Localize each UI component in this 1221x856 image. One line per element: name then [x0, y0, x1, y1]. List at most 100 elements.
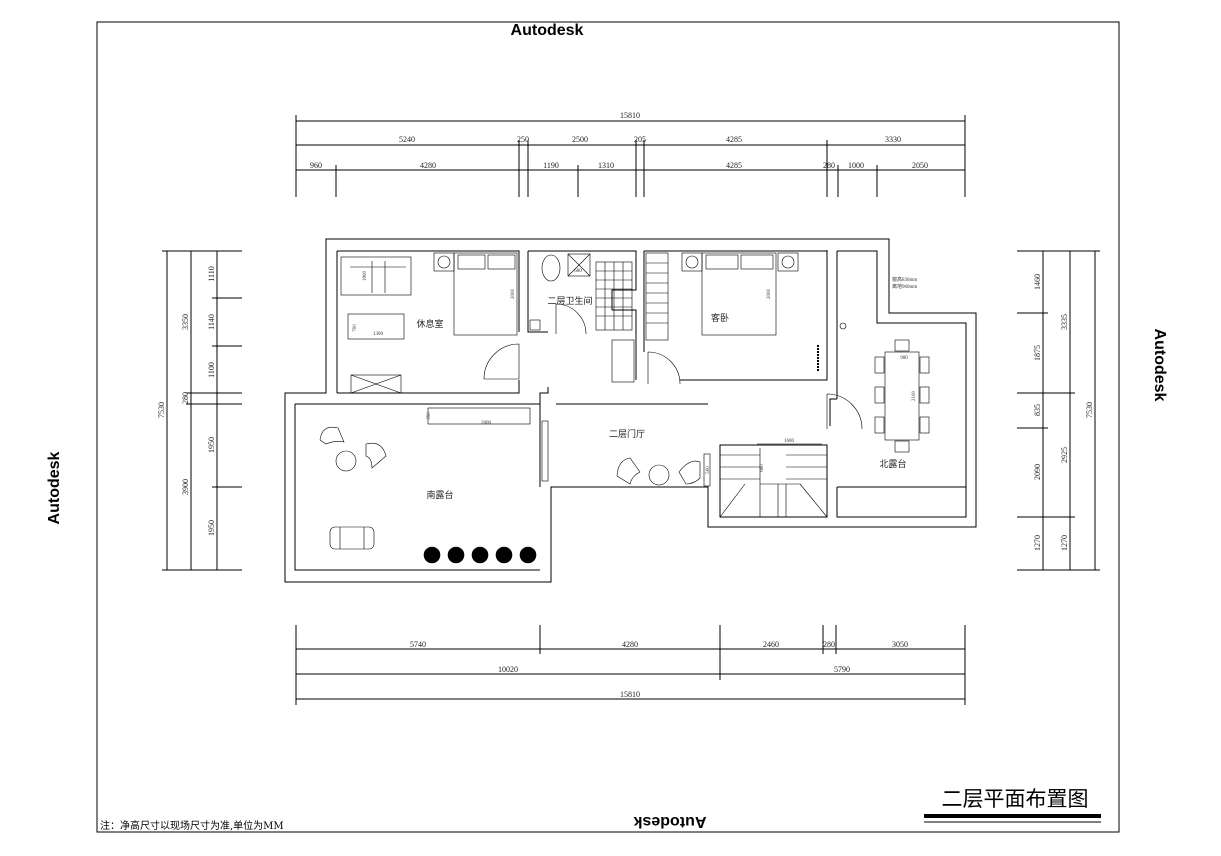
note-text: 注：净高尺寸以现场尺寸为准,单位为MM — [100, 819, 284, 832]
dim-label: 4280 — [420, 161, 436, 170]
column — [839, 322, 847, 330]
room-label-guest-bedroom: 客卧 — [711, 312, 729, 324]
dining-table — [884, 351, 920, 441]
dim-label: 1460 — [1033, 274, 1042, 290]
lounge-table — [347, 313, 405, 340]
dim-label: 1110 — [207, 266, 216, 281]
dim-top-total: 15810 — [620, 111, 640, 120]
tile-grid — [596, 262, 632, 330]
dim-label: 2000 — [511, 289, 516, 300]
planter-cabinet — [427, 407, 531, 425]
dim-label: 1600 — [784, 439, 795, 444]
dim-label: 4285 — [726, 135, 742, 144]
dim-label: 1950 — [207, 437, 216, 453]
dim-label: 205 — [634, 135, 646, 144]
dim-label: 280 — [181, 392, 190, 404]
wardrobe — [645, 252, 669, 341]
dim-label: 3050 — [892, 640, 908, 649]
dim-label: 2090 — [1033, 464, 1042, 480]
dim-label: 600 — [574, 269, 582, 274]
tv-cabinet — [350, 374, 402, 394]
dim-label: 5740 — [410, 640, 426, 649]
furniture — [319, 252, 930, 564]
dim-label: 680 — [760, 464, 765, 472]
dim-label: 960 — [310, 161, 322, 170]
dim-label: 1190 — [543, 161, 559, 170]
bottom-dimensions: 5740 4280 2460 280 3050 10020 5790 15810 — [295, 625, 966, 705]
window-note-sill: 离地960mm — [892, 283, 917, 290]
dim-label: 2100 — [912, 391, 917, 402]
toilet — [541, 254, 561, 282]
watermark-top: Autodesk — [511, 22, 584, 39]
door-frame — [541, 420, 549, 482]
staircase — [719, 448, 828, 518]
left-dimensions: 7530 3350 280 3900 1110 1140 1100 1950 1… — [157, 250, 242, 571]
room-labels: 休息室 二层卫生间 客卧 二层门厅 南露台 北露台 窗高830mm 离地960m… — [416, 276, 917, 501]
dim-label: 3330 — [885, 135, 901, 144]
dim-label: 3350 — [181, 314, 190, 330]
armchair — [365, 442, 387, 469]
dim-label: 1310 — [598, 161, 614, 170]
dim-label: 1950 — [207, 520, 216, 536]
furniture-dimensions: 1300 700 1800 600 2000 2000 900 2100 280… — [353, 269, 917, 474]
dim-label: 5790 — [834, 665, 850, 674]
shower — [567, 253, 591, 277]
dim-label: 350 — [427, 412, 432, 420]
dim-label: 900 — [900, 356, 908, 361]
dim-label: 1270 — [1033, 535, 1042, 551]
walls — [284, 238, 977, 583]
lounge-chair — [329, 526, 375, 550]
dim-label: 280 — [823, 161, 835, 170]
dim-label: 1300 — [373, 332, 384, 337]
dim-label: 3900 — [181, 479, 190, 495]
title-underline-thick — [924, 814, 1101, 818]
drawing-title: 二层平面布置图 — [942, 787, 1089, 811]
watermark-bottom: Autodesk — [633, 813, 706, 830]
window-note-height: 窗高830mm — [892, 276, 917, 283]
dim-label: 1800 — [363, 271, 368, 282]
right-dimensions: 1460 1875 835 2090 1270 3335 2925 1270 7… — [1017, 250, 1100, 571]
dim-label: 500 — [706, 466, 711, 474]
dim-label: 1875 — [1033, 345, 1042, 361]
dim-label: 10020 — [498, 665, 518, 674]
dim-label: 2925 — [1060, 447, 1069, 463]
dim-label: 2500 — [572, 135, 588, 144]
room-label-lounge: 休息室 — [416, 318, 443, 330]
dim-label: 280 — [823, 640, 835, 649]
nightstand — [777, 252, 799, 272]
dim-label: 1000 — [848, 161, 864, 170]
dim-label: 835 — [1033, 404, 1042, 416]
armchair — [319, 426, 345, 445]
sofa — [340, 256, 412, 296]
dim-label: 1140 — [207, 314, 216, 330]
watermark-right: Autodesk — [1151, 329, 1168, 402]
floor-drain — [529, 319, 541, 331]
dim-label: 2800 — [481, 421, 492, 426]
drawing-frame — [96, 21, 1120, 833]
dim-label: 1100 — [207, 362, 216, 378]
dim-label: 2460 — [763, 640, 779, 649]
side-table — [648, 464, 670, 486]
dim-label: 700 — [353, 324, 358, 332]
room-label-bathroom: 二层卫生间 — [547, 295, 592, 307]
dim-label: 5240 — [399, 135, 415, 144]
room-label-hall: 二层门厅 — [609, 428, 645, 440]
bed-guest — [701, 252, 777, 336]
dim-label: 2000 — [767, 289, 772, 300]
room-label-south-terrace: 南露台 — [426, 489, 453, 501]
dim-label: 1270 — [1060, 535, 1069, 551]
dim-bottom-total: 15810 — [620, 690, 640, 699]
dim-label: 2050 — [912, 161, 928, 170]
armchair — [678, 460, 701, 485]
dim-label: 250 — [517, 135, 529, 144]
dim-left-total: 7530 — [157, 402, 166, 418]
room-label-north-terrace: 北露台 — [879, 458, 906, 470]
side-table — [335, 450, 357, 472]
dim-label: 4285 — [726, 161, 742, 170]
bench — [703, 453, 711, 487]
dim-label: 3335 — [1060, 314, 1069, 330]
plants — [423, 546, 537, 564]
bed-lounge — [453, 252, 518, 336]
armchair — [616, 457, 641, 485]
